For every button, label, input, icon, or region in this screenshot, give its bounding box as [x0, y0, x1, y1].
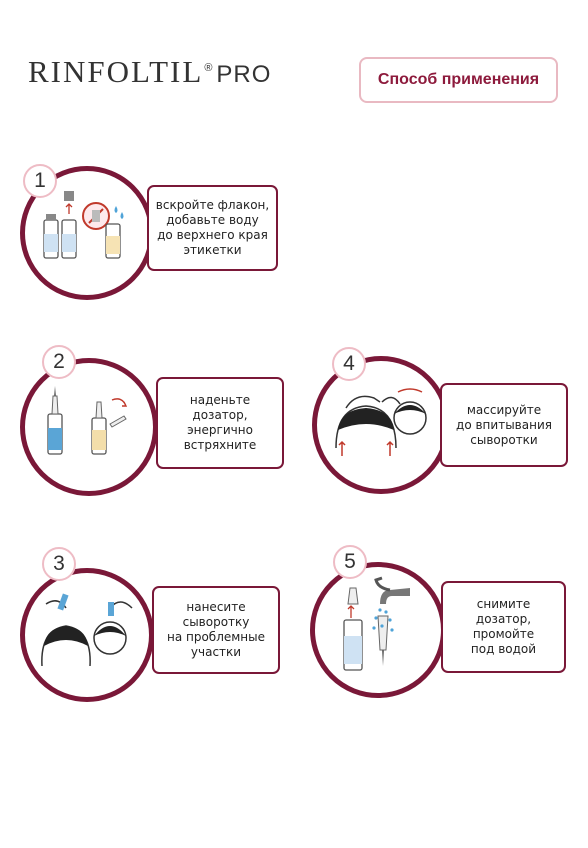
step-1-line-4: этикетки [183, 243, 242, 257]
step-2-illustration [47, 386, 128, 455]
dropper-bottle-icon [377, 615, 389, 666]
step-5-line-1: снимите [476, 597, 531, 611]
step-2-number: 2 [42, 345, 76, 379]
water-drop-icon [372, 608, 394, 632]
step-1-line-2: добавьте воду [166, 213, 259, 227]
brand-logo: RINFOLTIL®PRO [28, 54, 271, 90]
step-3-illustration [41, 593, 133, 667]
step-2-line-4: встряхните [183, 438, 257, 452]
step-5-illustration [343, 576, 410, 671]
method-title-badge: Способ применения [359, 57, 558, 103]
step-2-line-1: наденьте [189, 393, 251, 407]
vial-icon [43, 214, 59, 259]
step-2-line-2: дозатор, [192, 408, 248, 422]
step-5-line-3: промойте [472, 627, 535, 641]
vial-icon [343, 587, 363, 671]
step-4-line-1: массируйте [466, 402, 542, 417]
step-2-instruction: наденьте дозатор, энергично встряхните [156, 377, 284, 469]
step-1-line-3: до верхнего края [157, 228, 268, 242]
water-drop-icon [82, 202, 110, 230]
brand-suffix: PRO [216, 61, 272, 88]
brand-name: RINFOLTIL [28, 54, 204, 89]
step-3-line-3: на проблемные [166, 630, 266, 644]
vial-icon [105, 206, 124, 259]
step-1-illustration [43, 191, 124, 259]
step-5-line-4: под водой [470, 642, 537, 656]
step-3-number: 3 [42, 547, 76, 581]
step-4-line-2: до впитывания [456, 417, 552, 432]
hand-icon [345, 395, 401, 409]
head-icon [335, 405, 397, 449]
vial-icon [61, 191, 77, 259]
step-4-number: 4 [332, 347, 366, 381]
step-3-line-1: нанесите [186, 600, 246, 614]
hand-icon [108, 601, 133, 616]
method-title: Способ применения [377, 71, 540, 88]
hand-icon [45, 593, 69, 611]
step-5-number: 5 [333, 545, 367, 579]
step-5-instruction: снимите дозатор, промойте под водой [441, 581, 566, 673]
step-1-number: 1 [23, 164, 57, 198]
step-4-line-3: сыворотки [470, 432, 538, 447]
step-3-line-2: сыворотку [182, 615, 250, 629]
step-3-line-4: участки [190, 645, 242, 659]
step-3-circle [20, 568, 154, 702]
brand-registered-mark: ® [204, 61, 215, 74]
step-2-line-3: энергично [187, 423, 253, 437]
step-4-instruction: массируйте до впитывания сыворотки [440, 383, 568, 467]
step-5-line-2: дозатор, [475, 612, 532, 626]
step-1-instruction: вскройте флакон, добавьте воду до верхне… [147, 185, 278, 271]
head-icon [93, 621, 127, 655]
step-4-illustration [335, 388, 427, 456]
head-icon [393, 401, 427, 435]
step-3-instruction: нанесите сыворотку на проблемные участки [152, 586, 280, 674]
head-icon [41, 625, 91, 667]
dropper-bottle-icon [91, 398, 128, 455]
dropper-bottle-icon [47, 386, 63, 455]
faucet-icon [374, 576, 410, 604]
step-1-line-1: вскройте флакон, [155, 198, 270, 212]
step-2-circle [20, 358, 158, 496]
